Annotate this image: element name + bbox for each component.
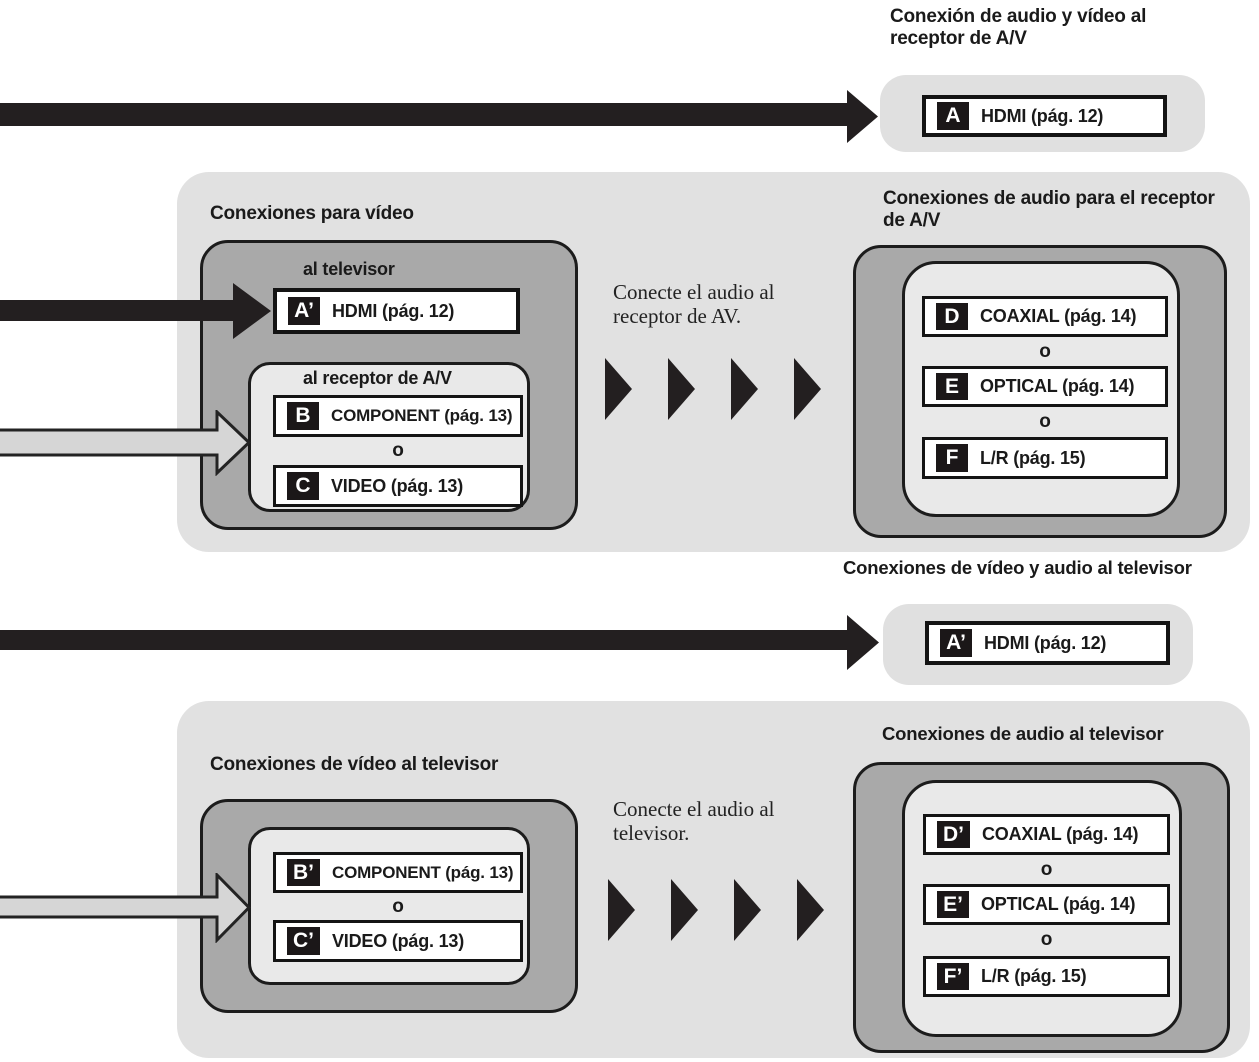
badge-a: A xyxy=(937,102,969,130)
or-separator: o xyxy=(392,440,404,461)
connection-item-optical-avr: E OPTICAL (pág. 14) xyxy=(922,366,1168,407)
connection-item-hdmi-avr: A HDMI (pág. 12) xyxy=(922,95,1167,137)
badge-c: C xyxy=(287,472,319,500)
note-connect-audio-tv: Conecte el audio al televisor. xyxy=(613,797,775,845)
arrowhead-icon xyxy=(608,879,635,941)
arrowhead-icon xyxy=(734,879,761,941)
badge-f-prime: F’ xyxy=(937,962,969,991)
badge-b: B xyxy=(287,402,319,430)
arrowhead-icon xyxy=(668,358,695,420)
arrowhead-icon xyxy=(797,879,824,941)
flow-arrow-gray-tv-icon xyxy=(0,873,252,943)
flow-arrow-black-tv-icon xyxy=(0,615,879,670)
connection-item-coaxial-avr: D COAXIAL (pág. 14) xyxy=(922,296,1168,337)
flow-arrow-black-hdmi-icon xyxy=(0,283,271,339)
badge-f: F xyxy=(936,444,968,472)
label-to-avr: al receptor de A/V xyxy=(303,368,452,388)
badge-e: E xyxy=(936,372,968,401)
or-separator: o xyxy=(1039,411,1051,432)
connection-item-optical-tv: E’ OPTICAL (pág. 14) xyxy=(923,884,1170,925)
label-to-tv: al televisor xyxy=(303,259,395,279)
connection-item-lr-avr: F L/R (pág. 15) xyxy=(922,437,1168,479)
arrowhead-icon xyxy=(794,358,821,420)
connection-item-component: B COMPONENT (pág. 13) xyxy=(273,395,523,437)
connection-item-video: C VIDEO (pág. 13) xyxy=(273,465,523,507)
or-separator: o xyxy=(1040,929,1053,950)
arrowhead-icon xyxy=(605,358,632,420)
connection-item-video-tv: C’ VIDEO (pág. 13) xyxy=(273,920,523,962)
badge-e-prime: E’ xyxy=(937,890,969,919)
badge-d-prime: D’ xyxy=(937,820,970,849)
heading-video-connections: Conexiones para vídeo xyxy=(210,203,414,224)
badge-c-prime: C’ xyxy=(287,927,320,955)
connection-item-hdmi-tv: A’ HDMI (pág. 12) xyxy=(925,621,1170,665)
note-connect-audio-avr: Conecte el audio al receptor de AV. xyxy=(613,280,775,328)
connection-item-hdmi-tv-video: A’ HDMI (pág. 12) xyxy=(273,288,520,334)
heading-audio-avr: Conexiones de audio para el receptor de … xyxy=(883,188,1215,232)
or-separator: o xyxy=(392,896,404,917)
badge-b-prime: B’ xyxy=(287,858,320,887)
flow-arrow-black-top-icon xyxy=(0,90,878,143)
badge-a-prime: A’ xyxy=(940,629,972,657)
arrowhead-icon xyxy=(731,358,758,420)
badge-d: D xyxy=(936,302,968,331)
or-separator: o xyxy=(1039,341,1051,362)
connection-item-component-tv: B’ COMPONENT (pág. 13) xyxy=(273,852,523,893)
heading-avr-av: Conexión de audio y vídeo al receptor de… xyxy=(890,6,1147,50)
arrowhead-icon xyxy=(671,879,698,941)
flow-arrow-gray-avr-icon xyxy=(0,410,252,476)
connection-item-coaxial-tv: D’ COAXIAL (pág. 14) xyxy=(923,814,1170,855)
heading-audio-tv: Conexiones de audio al televisor xyxy=(882,723,1164,744)
connection-item-lr-tv: F’ L/R (pág. 15) xyxy=(923,956,1170,997)
flow-arrowheads-audio-avr xyxy=(605,358,821,420)
heading-tv-av: Conexiones de vídeo y audio al televisor xyxy=(843,557,1192,578)
badge-a-prime: A’ xyxy=(288,297,320,325)
heading-video-tv: Conexiones de vídeo al televisor xyxy=(210,754,499,775)
flow-arrowheads-audio-tv xyxy=(608,879,824,941)
or-separator: o xyxy=(1040,859,1053,880)
